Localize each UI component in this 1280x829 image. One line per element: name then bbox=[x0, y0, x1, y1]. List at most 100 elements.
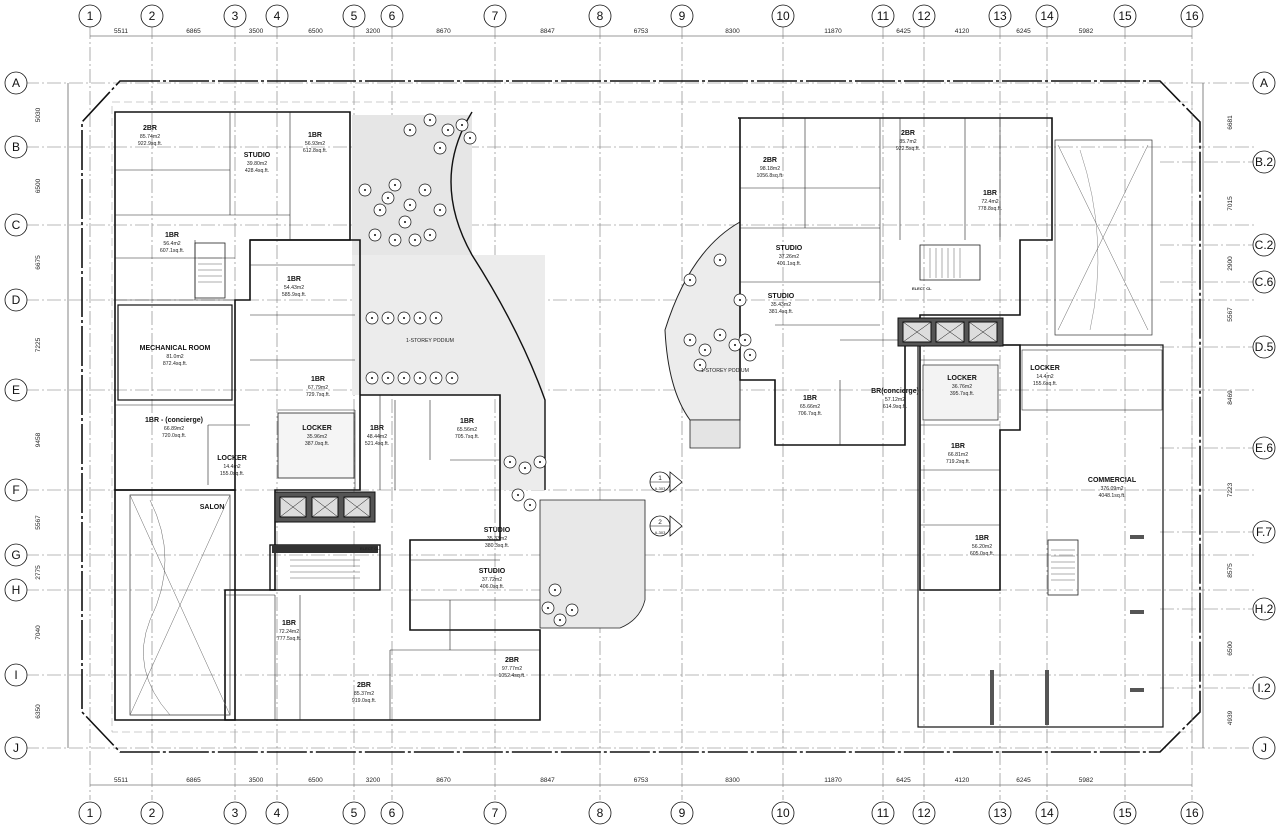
tree-center bbox=[571, 609, 573, 611]
room-sqft: 612.8sq.ft. bbox=[303, 148, 327, 154]
row-spacing: 8469 bbox=[1227, 390, 1234, 405]
row-spacing: 5567 bbox=[35, 515, 42, 530]
landscape-trees bbox=[358, 113, 757, 627]
tree-center bbox=[414, 239, 416, 241]
room-area: 48.44m2 bbox=[367, 434, 387, 440]
grid-bubble-row-left: F bbox=[4, 478, 28, 502]
elect-closet-label: ELECT CL bbox=[912, 286, 932, 291]
column-spacing: 11870 bbox=[824, 28, 842, 35]
grid-column-label: 3 bbox=[232, 806, 239, 820]
tree-center bbox=[394, 184, 396, 186]
tree-center bbox=[435, 317, 437, 319]
room-sqft: 719.2sq.ft. bbox=[946, 459, 970, 465]
room-area: 66.89m2 bbox=[164, 426, 184, 432]
grid-bubble-column: 16 bbox=[1180, 801, 1204, 825]
room-label: SALON bbox=[200, 504, 225, 511]
grid-bubble-row-right: C.2 bbox=[1252, 233, 1276, 257]
tree-center bbox=[704, 349, 706, 351]
grid-row-label: F bbox=[12, 483, 19, 497]
grid-bubble-row-left: G bbox=[4, 543, 28, 567]
room-sqft: 585.9sq.ft. bbox=[282, 292, 306, 298]
room-name: 2BR bbox=[505, 657, 519, 664]
tree-center bbox=[509, 461, 511, 463]
grid-bubble-column: 1 bbox=[78, 4, 102, 28]
grid-bubble-column: 9 bbox=[670, 4, 694, 28]
column-spacing: 6865 bbox=[186, 777, 201, 784]
tree-center bbox=[364, 189, 366, 191]
grid-bubble-row-right: A bbox=[1252, 71, 1276, 95]
column-spacing: 6425 bbox=[896, 28, 911, 35]
grid-row-label: I.2 bbox=[1257, 681, 1271, 695]
grid-row-label: I bbox=[14, 668, 17, 682]
grid-bubble-row-left: I bbox=[4, 663, 28, 687]
grid-row-label: H bbox=[12, 583, 21, 597]
room-area: 37.26m2 bbox=[779, 254, 799, 260]
grid-bubble-column: 13 bbox=[988, 801, 1012, 825]
row-spacing: 7225 bbox=[35, 337, 42, 352]
grid-row-label: C bbox=[12, 218, 21, 232]
grid-bubble-row-left: J bbox=[4, 736, 28, 760]
grid-column-label: 11 bbox=[877, 9, 890, 23]
tree-center bbox=[371, 317, 373, 319]
room-area: 85.74m2 bbox=[140, 134, 160, 140]
column-spacing: 6245 bbox=[1016, 28, 1031, 35]
room-name: 1BR bbox=[983, 190, 997, 197]
column-spacing: 11870 bbox=[824, 777, 842, 784]
room-area: 376.09m2 bbox=[1100, 486, 1123, 492]
column-spacing: 8670 bbox=[436, 28, 451, 35]
room-sqft: 872.4sq.ft. bbox=[163, 361, 187, 367]
room-sqft: 387.0sq.ft. bbox=[305, 441, 329, 447]
column-spacing: 6753 bbox=[634, 777, 649, 784]
grid-bubble-column: 3 bbox=[223, 4, 247, 28]
room-name: MECHANICAL ROOM bbox=[140, 345, 211, 352]
grid-bubble-column: 2 bbox=[140, 4, 164, 28]
column-spacing: 4120 bbox=[955, 28, 970, 35]
room-sqft: 706.7sq.ft. bbox=[798, 411, 822, 417]
room-name: STUDIO bbox=[244, 152, 271, 159]
grid-bubble-column: 9 bbox=[670, 801, 694, 825]
column-spacing: 8847 bbox=[540, 777, 555, 784]
tree-center bbox=[689, 279, 691, 281]
column-spacing: 5982 bbox=[1079, 28, 1094, 35]
stair bbox=[919, 244, 981, 281]
tree-center bbox=[419, 377, 421, 379]
grid-row-label: A bbox=[12, 76, 20, 90]
grid-bubble-column: 15 bbox=[1113, 801, 1137, 825]
grid-row-label: F.7 bbox=[1256, 525, 1272, 539]
tree-center bbox=[699, 364, 701, 366]
grid-column-label: 1 bbox=[87, 806, 94, 820]
grid-column-label: 16 bbox=[1185, 806, 1199, 820]
room-name: 1BR bbox=[803, 395, 817, 402]
tree-center bbox=[734, 344, 736, 346]
grid-column-label: 14 bbox=[1040, 806, 1054, 820]
row-spacing: 6500 bbox=[1227, 641, 1234, 656]
grid-column-label: 12 bbox=[917, 9, 931, 23]
room-sqft: 401.1sq.ft. bbox=[777, 261, 801, 267]
grid-column-label: 16 bbox=[1185, 9, 1199, 23]
room-name: 2BR bbox=[901, 130, 915, 137]
room-name: STUDIO bbox=[479, 568, 506, 575]
row-spacing: 9458 bbox=[35, 432, 42, 447]
grid-column-label: 7 bbox=[492, 9, 499, 23]
room-area: 65.66m2 bbox=[800, 404, 820, 410]
grid-bubble-row-right: C.6 bbox=[1252, 270, 1276, 294]
grid-column-label: 3 bbox=[232, 9, 239, 23]
room-area: 14.4m2 bbox=[223, 464, 240, 470]
tree-center bbox=[429, 234, 431, 236]
grid-column-label: 9 bbox=[679, 806, 686, 820]
grid-bubble-column: 1 bbox=[78, 801, 102, 825]
tree-center bbox=[403, 377, 405, 379]
tree-center bbox=[371, 377, 373, 379]
room-area: 57.12m2 bbox=[885, 397, 905, 403]
